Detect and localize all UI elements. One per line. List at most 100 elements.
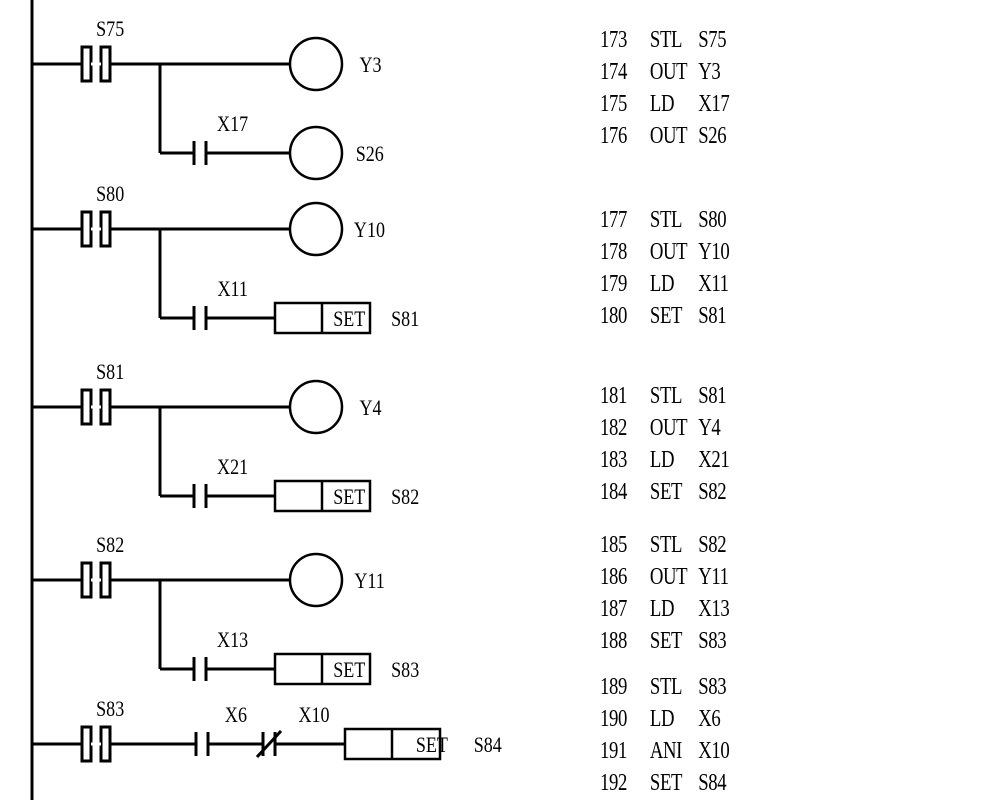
opcode: SET bbox=[649, 479, 683, 505]
step-number: 180 bbox=[600, 303, 627, 329]
stl-contact-right bbox=[99, 561, 112, 599]
step-number: 181 bbox=[600, 383, 627, 409]
contact-label: X6 bbox=[225, 703, 247, 727]
operand: X17 bbox=[698, 91, 730, 117]
contact-label: X11 bbox=[217, 277, 247, 301]
stl-contact-right bbox=[99, 388, 112, 426]
step-number: 186 bbox=[600, 564, 627, 590]
opcode: OUT bbox=[649, 239, 688, 265]
opcode: STL bbox=[649, 207, 683, 233]
stl-contact-left bbox=[80, 388, 93, 426]
step-label: S83 bbox=[96, 697, 124, 721]
operand: Y11 bbox=[698, 564, 729, 590]
set-instr: SET bbox=[333, 307, 365, 331]
opcode: SET bbox=[649, 628, 683, 654]
step-number: 190 bbox=[600, 706, 627, 732]
opcode: LD bbox=[649, 596, 675, 622]
contact-label: X10 bbox=[298, 703, 329, 727]
instruction-row: 191 ANI X10 bbox=[600, 738, 730, 765]
coil-label: Y10 bbox=[354, 218, 385, 242]
step-label: S75 bbox=[96, 17, 124, 41]
coil-label: S26 bbox=[356, 142, 384, 166]
set-target: S82 bbox=[391, 485, 419, 509]
coil-circle bbox=[288, 552, 344, 608]
coil-circle bbox=[288, 201, 344, 257]
instruction-row: 180 SET S81 bbox=[600, 303, 727, 330]
operand: S82 bbox=[698, 479, 727, 505]
opcode: STL bbox=[649, 383, 683, 409]
step-number: 175 bbox=[600, 91, 627, 117]
stl-contact-left bbox=[80, 725, 93, 763]
opcode: SET bbox=[649, 303, 683, 329]
opcode: OUT bbox=[649, 123, 688, 149]
coil-label: Y11 bbox=[354, 569, 384, 593]
set-instr: SET bbox=[333, 485, 365, 509]
step-number: 185 bbox=[600, 532, 627, 558]
operand: S83 bbox=[698, 628, 727, 654]
stl-contact-right bbox=[99, 725, 112, 763]
step-number: 182 bbox=[600, 415, 627, 441]
step-number: 178 bbox=[600, 239, 627, 265]
operand: S81 bbox=[698, 303, 727, 329]
opcode: STL bbox=[649, 27, 683, 53]
step-number: 191 bbox=[600, 738, 627, 764]
instruction-row: 184 SET S82 bbox=[600, 479, 727, 506]
step-number: 187 bbox=[600, 596, 627, 622]
opcode: LD bbox=[649, 91, 675, 117]
stl-contact-left bbox=[80, 45, 93, 83]
opcode: OUT bbox=[649, 415, 688, 441]
opcode: ANI bbox=[649, 738, 683, 764]
opcode: STL bbox=[649, 674, 683, 700]
instruction-row: 190 LD X6 bbox=[600, 706, 721, 733]
step-number: 183 bbox=[600, 447, 627, 473]
step-number: 184 bbox=[600, 479, 627, 505]
operand: X11 bbox=[698, 271, 729, 297]
set-instr: SET bbox=[333, 658, 365, 682]
operand: S83 bbox=[698, 674, 727, 700]
operand: X6 bbox=[698, 706, 721, 732]
step-label: S82 bbox=[96, 533, 124, 557]
opcode: LD bbox=[649, 706, 675, 732]
operand: S81 bbox=[698, 383, 727, 409]
step-number: 179 bbox=[600, 271, 627, 297]
operand: X13 bbox=[698, 596, 730, 622]
operand: S84 bbox=[698, 770, 727, 796]
instruction-row: 186 OUT Y11 bbox=[600, 564, 729, 591]
step-label: S80 bbox=[96, 182, 124, 206]
operand: S80 bbox=[698, 207, 727, 233]
step-label: S81 bbox=[96, 360, 124, 384]
stl-contact-left bbox=[80, 561, 93, 599]
opcode: SET bbox=[649, 770, 683, 796]
opcode: OUT bbox=[649, 564, 688, 590]
operand: Y3 bbox=[698, 59, 721, 85]
set-instr: SET bbox=[416, 733, 448, 757]
instruction-row: 189 STL S83 bbox=[600, 674, 727, 701]
opcode: LD bbox=[649, 447, 675, 473]
set-target: S84 bbox=[474, 733, 502, 757]
step-number: 177 bbox=[600, 207, 627, 233]
operand: S75 bbox=[698, 27, 727, 53]
set-target: S83 bbox=[391, 658, 419, 682]
instruction-row: 187 LD X13 bbox=[600, 596, 730, 623]
contact-label: X17 bbox=[217, 112, 248, 136]
coil-circle bbox=[288, 125, 344, 181]
operand: X10 bbox=[698, 738, 730, 764]
opcode: OUT bbox=[649, 59, 688, 85]
step-number: 189 bbox=[600, 674, 627, 700]
operand: S82 bbox=[698, 532, 727, 558]
opcode: LD bbox=[649, 271, 675, 297]
set-target: S81 bbox=[391, 307, 419, 331]
nc-slash bbox=[255, 729, 283, 759]
coil-circle bbox=[288, 379, 344, 435]
